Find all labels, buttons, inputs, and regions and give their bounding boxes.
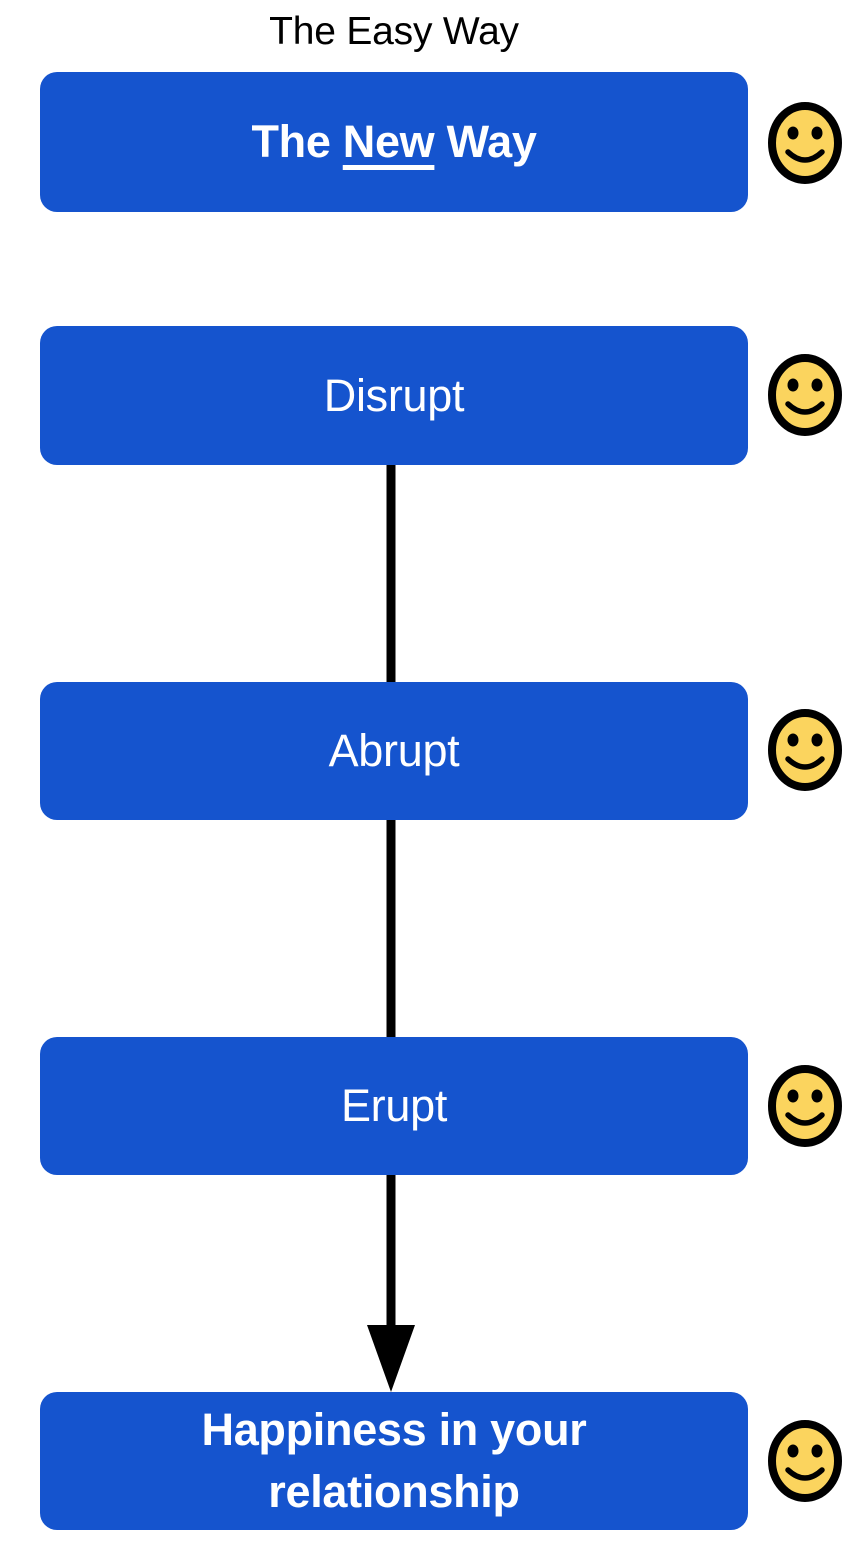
smiley-face-icon (766, 1418, 844, 1504)
node-label-new-way: The New Way (251, 115, 536, 169)
node-erupt[interactable]: Erupt (40, 1037, 748, 1175)
node-label-happiness-line1: Happiness in your (201, 1404, 587, 1455)
node-label-abrupt: Abrupt (328, 725, 460, 776)
node-happiness[interactable]: Happiness in your relationship (40, 1392, 748, 1530)
node-label-erupt: Erupt (340, 1080, 448, 1131)
node-label-emphasis: New (342, 116, 435, 167)
node-label-suffix: Way (434, 116, 537, 167)
smiley-face-icon (766, 1063, 844, 1149)
node-label-prefix: The (251, 116, 343, 167)
page-title: The Easy Way (269, 10, 519, 53)
node-label-disrupt: Disrupt (323, 369, 465, 421)
node-new-way[interactable]: The New Way (40, 72, 748, 212)
smiley-face-icon (766, 100, 844, 186)
node-label-happiness: Happiness in your relationship (202, 1399, 587, 1523)
smiley-face-icon (766, 707, 844, 793)
node-label-happiness-line2: relationship (268, 1466, 520, 1517)
node-abrupt[interactable]: Abrupt (40, 682, 748, 820)
smiley-face-icon (766, 352, 844, 438)
node-disrupt[interactable]: Disrupt (40, 326, 748, 465)
arrowhead-icon (367, 1325, 415, 1392)
